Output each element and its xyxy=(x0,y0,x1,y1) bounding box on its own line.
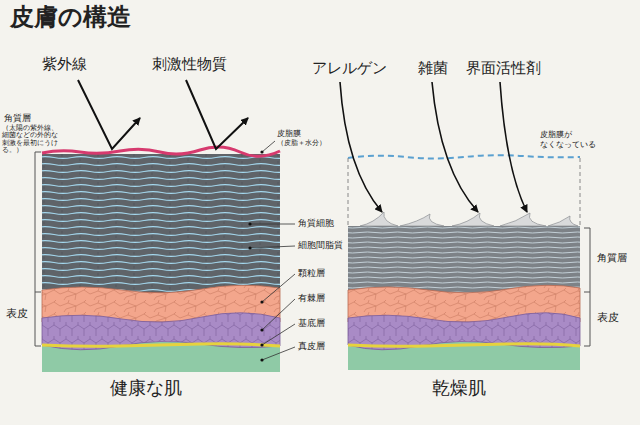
figure-caption: 乾燥肌 xyxy=(432,378,486,399)
agent-label: 紫外線 xyxy=(42,56,87,73)
part-label: なくなっている xyxy=(540,140,596,149)
reflected-arrow xyxy=(186,80,248,149)
bracket xyxy=(35,152,41,346)
penetrating-arrow xyxy=(500,82,527,212)
part-label: 真皮層 xyxy=(298,341,325,351)
layer-label: 表皮 xyxy=(597,312,619,325)
part-label: （皮脂＋水分） xyxy=(277,139,326,147)
figure-caption: 健康な肌 xyxy=(110,378,182,399)
spinous-layer xyxy=(42,313,280,350)
page-title: 皮膚の構造 xyxy=(10,4,131,32)
layer-label: 角質層 xyxy=(4,113,31,123)
part-label: 角質細胞 xyxy=(298,218,334,228)
part-label: 皮脂膜 xyxy=(277,129,301,138)
part-label: 基底層 xyxy=(298,318,325,328)
stratum-corneum xyxy=(42,154,280,294)
missing-sebum-film xyxy=(348,155,580,158)
penetrating-arrow xyxy=(432,82,478,212)
part-label: 細胞間脂質 xyxy=(298,240,343,250)
agent-label: 雑菌 xyxy=(418,60,448,77)
reflected-arrow xyxy=(78,80,140,149)
part-label: 皮脂膜が xyxy=(540,130,572,139)
part-label: 顆粒層 xyxy=(298,268,325,278)
sebum-film xyxy=(42,147,280,156)
layer-label: 角質層 xyxy=(597,252,627,264)
agent-label: アレルゲン xyxy=(312,60,387,77)
bracket xyxy=(584,228,590,346)
stratum-corneum xyxy=(348,226,580,294)
agent-label: 界面活性剤 xyxy=(466,60,541,77)
note-text: （太陽の紫外線、細菌などの外的な刺激を最初にうける。） xyxy=(2,125,60,155)
part-label: 有棘層 xyxy=(298,293,325,303)
leader-lines xyxy=(250,141,295,360)
agent-label: 刺激性物質 xyxy=(152,56,227,73)
layer-label: 表皮 xyxy=(6,308,28,321)
spinous-layer xyxy=(348,313,580,350)
leader-dots xyxy=(248,150,263,361)
flaking-cells xyxy=(360,212,578,226)
basal-layer xyxy=(348,344,580,347)
basal-layer xyxy=(42,344,280,347)
penetrating-arrow xyxy=(340,82,382,212)
